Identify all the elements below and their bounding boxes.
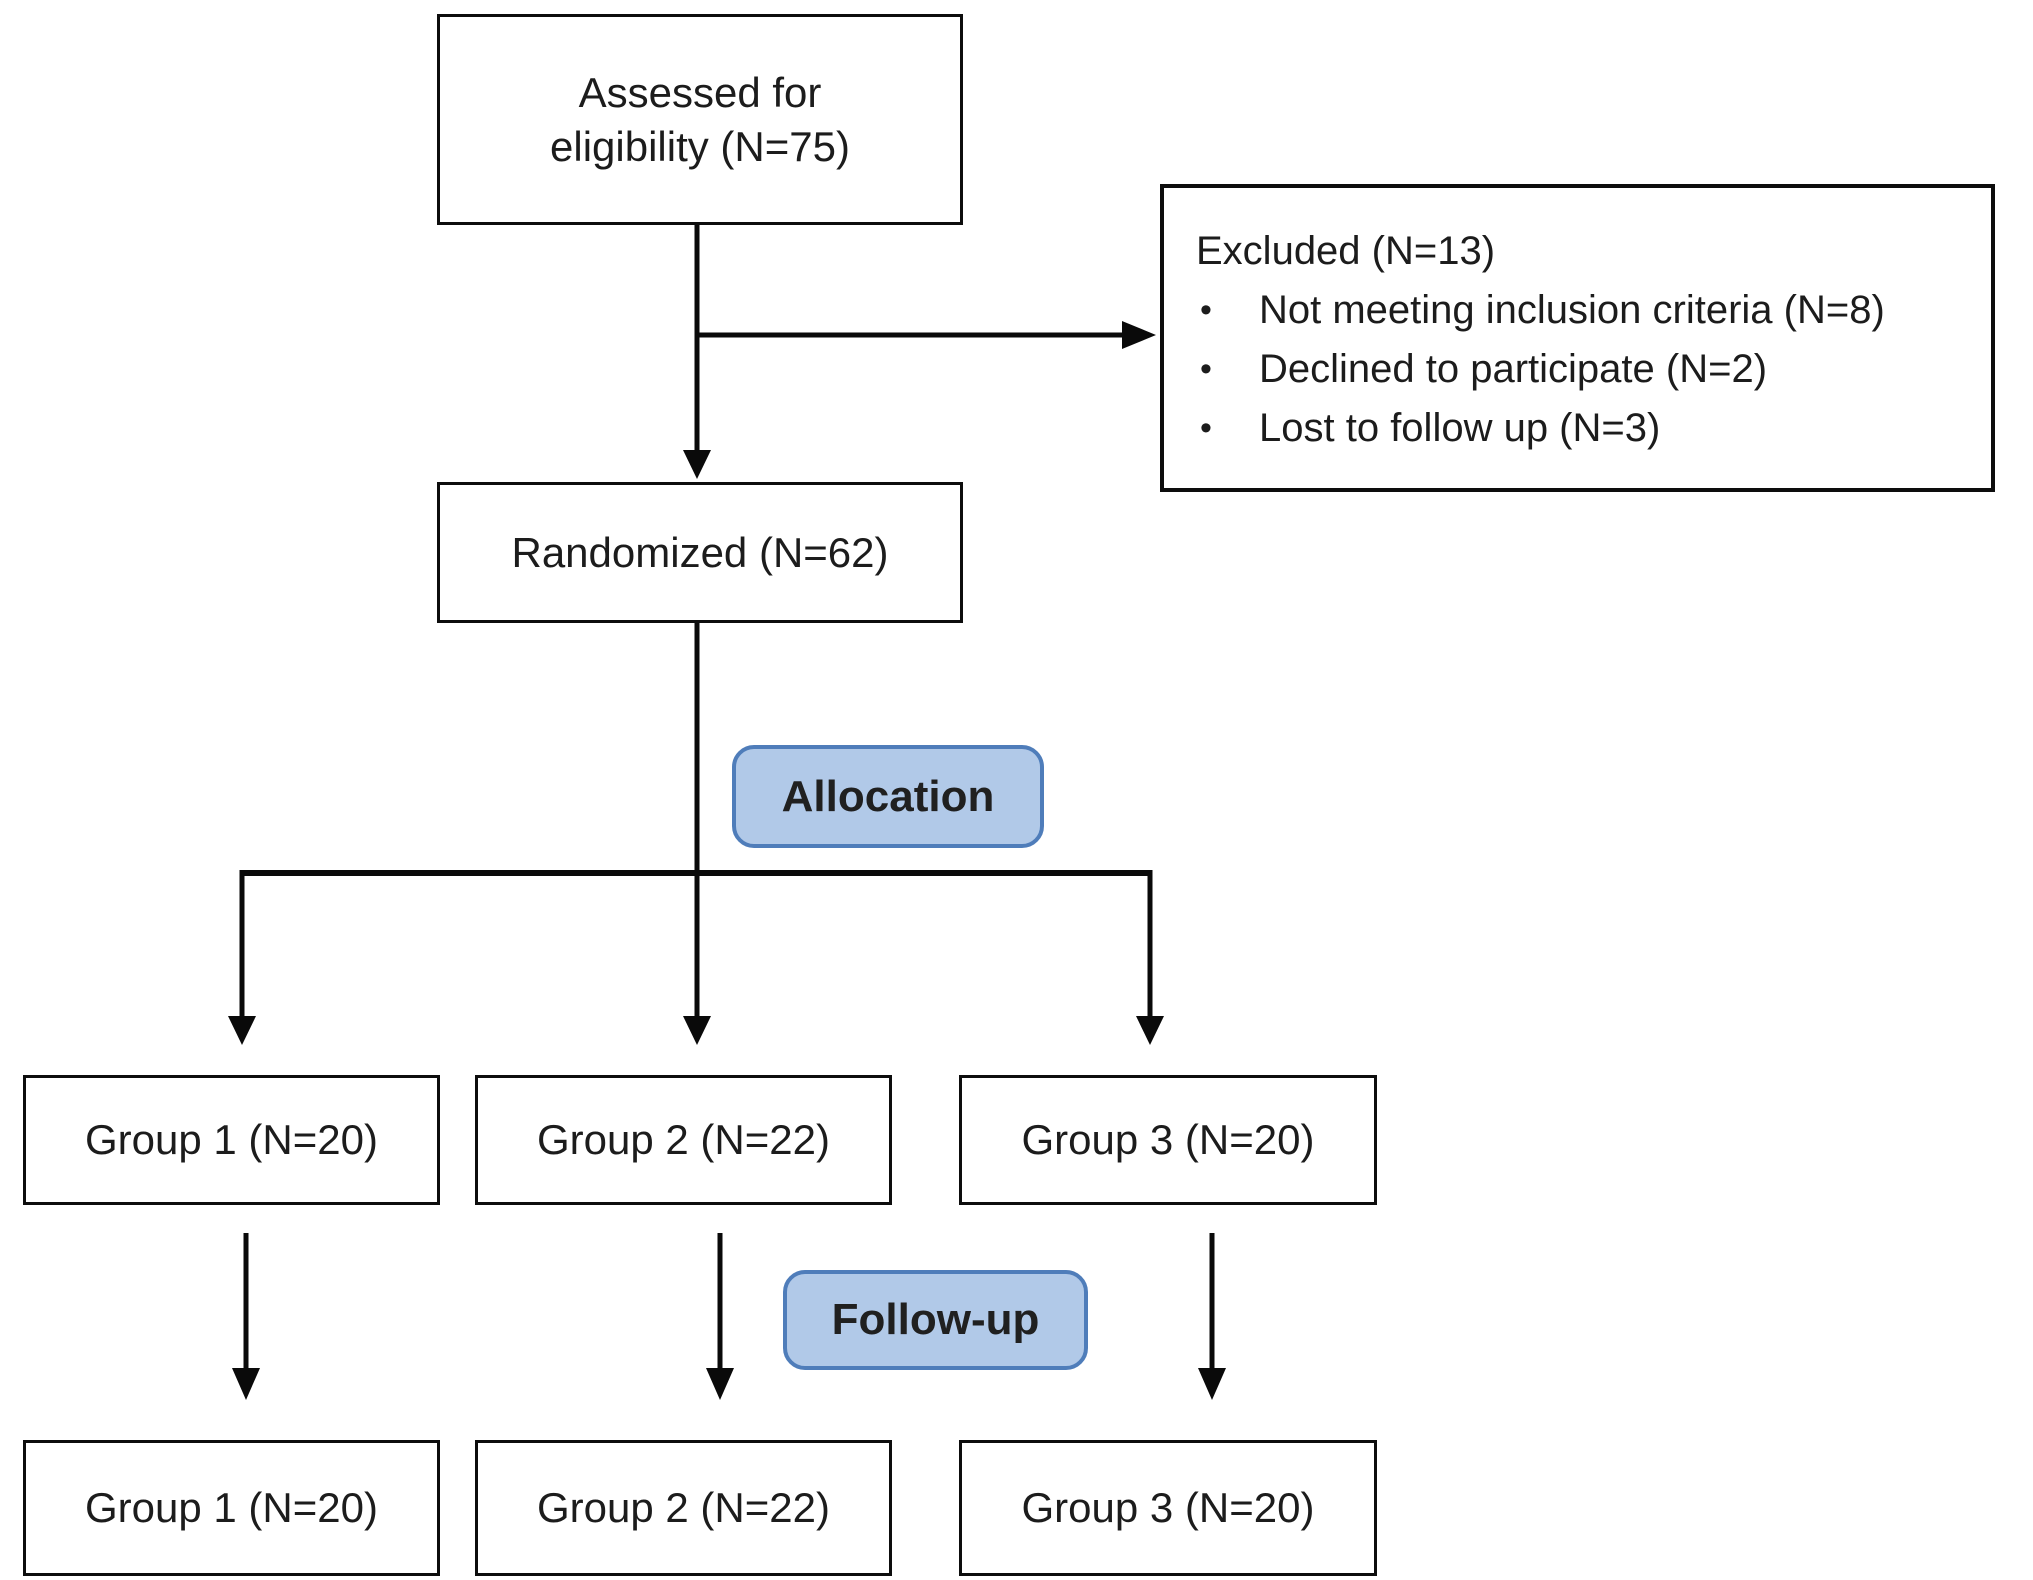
assessed-box: Assessed for eligibility (N=75) (437, 14, 963, 225)
excluded-item-text: Not meeting inclusion criteria (N=8) (1259, 288, 1885, 332)
excluded-item-row: • Lost to follow up (N=3) (1196, 399, 1971, 458)
bullet-icon: • (1200, 291, 1212, 329)
connector-group3-to-followup (1198, 1233, 1226, 1400)
excluded-item-text: Lost to follow up (N=3) (1259, 406, 1661, 450)
connector-group2-to-followup (706, 1233, 734, 1400)
excluded-item-row: • Declined to participate (N=2) (1196, 340, 1971, 399)
followup-group3-label: Group 3 (N=20) (1021, 1484, 1315, 1532)
allocation-stage-pill: Allocation (732, 745, 1044, 848)
followup-group1-label: Group 1 (N=20) (85, 1484, 378, 1532)
allocation-group3-box: Group 3 (N=20) (959, 1075, 1377, 1205)
allocation-group2-box: Group 2 (N=22) (475, 1075, 892, 1205)
followup-group3-box: Group 3 (N=20) (959, 1440, 1377, 1576)
randomized-box: Randomized (N=62) (437, 482, 963, 623)
connector-group1-to-followup (232, 1233, 260, 1400)
excluded-heading: Excluded (N=13) (1196, 229, 1496, 273)
allocation-stage-label: Allocation (781, 771, 995, 821)
connector-branch-to-group2 (683, 873, 711, 1045)
allocation-group3-label: Group 3 (N=20) (1021, 1116, 1315, 1164)
bullet-icon: • (1200, 409, 1212, 447)
excluded-box: Excluded (N=13) • Not meeting inclusion … (1160, 184, 1995, 492)
excluded-item-row: • Not meeting inclusion criteria (N=8) (1196, 281, 1971, 340)
randomized-label: Randomized (N=62) (511, 528, 889, 576)
connector-assessed-to-excluded (697, 321, 1156, 349)
followup-group1-box: Group 1 (N=20) (23, 1440, 440, 1576)
connector-assessed-to-randomized (683, 225, 711, 479)
connector-branch-to-group3 (1136, 870, 1164, 1045)
connector-branch-to-group1 (228, 870, 256, 1045)
excluded-item-text: Declined to participate (N=2) (1259, 347, 1768, 391)
followup-group2-box: Group 2 (N=22) (475, 1440, 892, 1576)
assessed-label: Assessed for eligibility (N=75) (550, 68, 850, 170)
allocation-group1-label: Group 1 (N=20) (85, 1116, 378, 1164)
followup-stage-label: Follow-up (831, 1295, 1040, 1344)
followup-stage-pill: Follow-up (783, 1270, 1088, 1370)
allocation-group2-label: Group 2 (N=22) (537, 1116, 830, 1164)
followup-group2-label: Group 2 (N=22) (537, 1484, 830, 1532)
allocation-group1-box: Group 1 (N=20) (23, 1075, 440, 1205)
bullet-icon: • (1200, 350, 1212, 388)
